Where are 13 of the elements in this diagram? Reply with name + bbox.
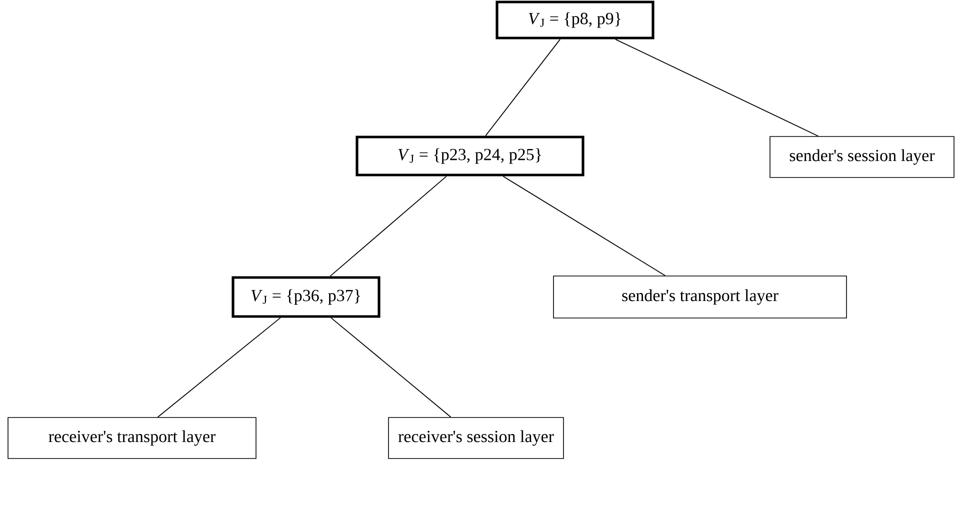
tree-edge xyxy=(485,38,561,136)
tree-edge xyxy=(614,38,819,137)
layer-box: receiver's transport layer xyxy=(8,417,256,459)
tree-edge xyxy=(157,317,281,418)
tree-edge xyxy=(330,176,447,277)
layer-box: sender's session layer xyxy=(770,136,954,178)
state-box: V$_{J}$ = {p8, p9} xyxy=(496,0,654,40)
layer-box: receiver's session layer xyxy=(388,417,564,459)
tree-edge xyxy=(502,176,666,276)
tree-edge xyxy=(330,317,452,418)
state-box: V$_{J}$ = {p23, p24, p25} xyxy=(356,136,584,176)
layer-box: sender's transport layer xyxy=(553,276,847,318)
state-box: V$_{J}$ = {p36, p37} xyxy=(232,276,380,318)
